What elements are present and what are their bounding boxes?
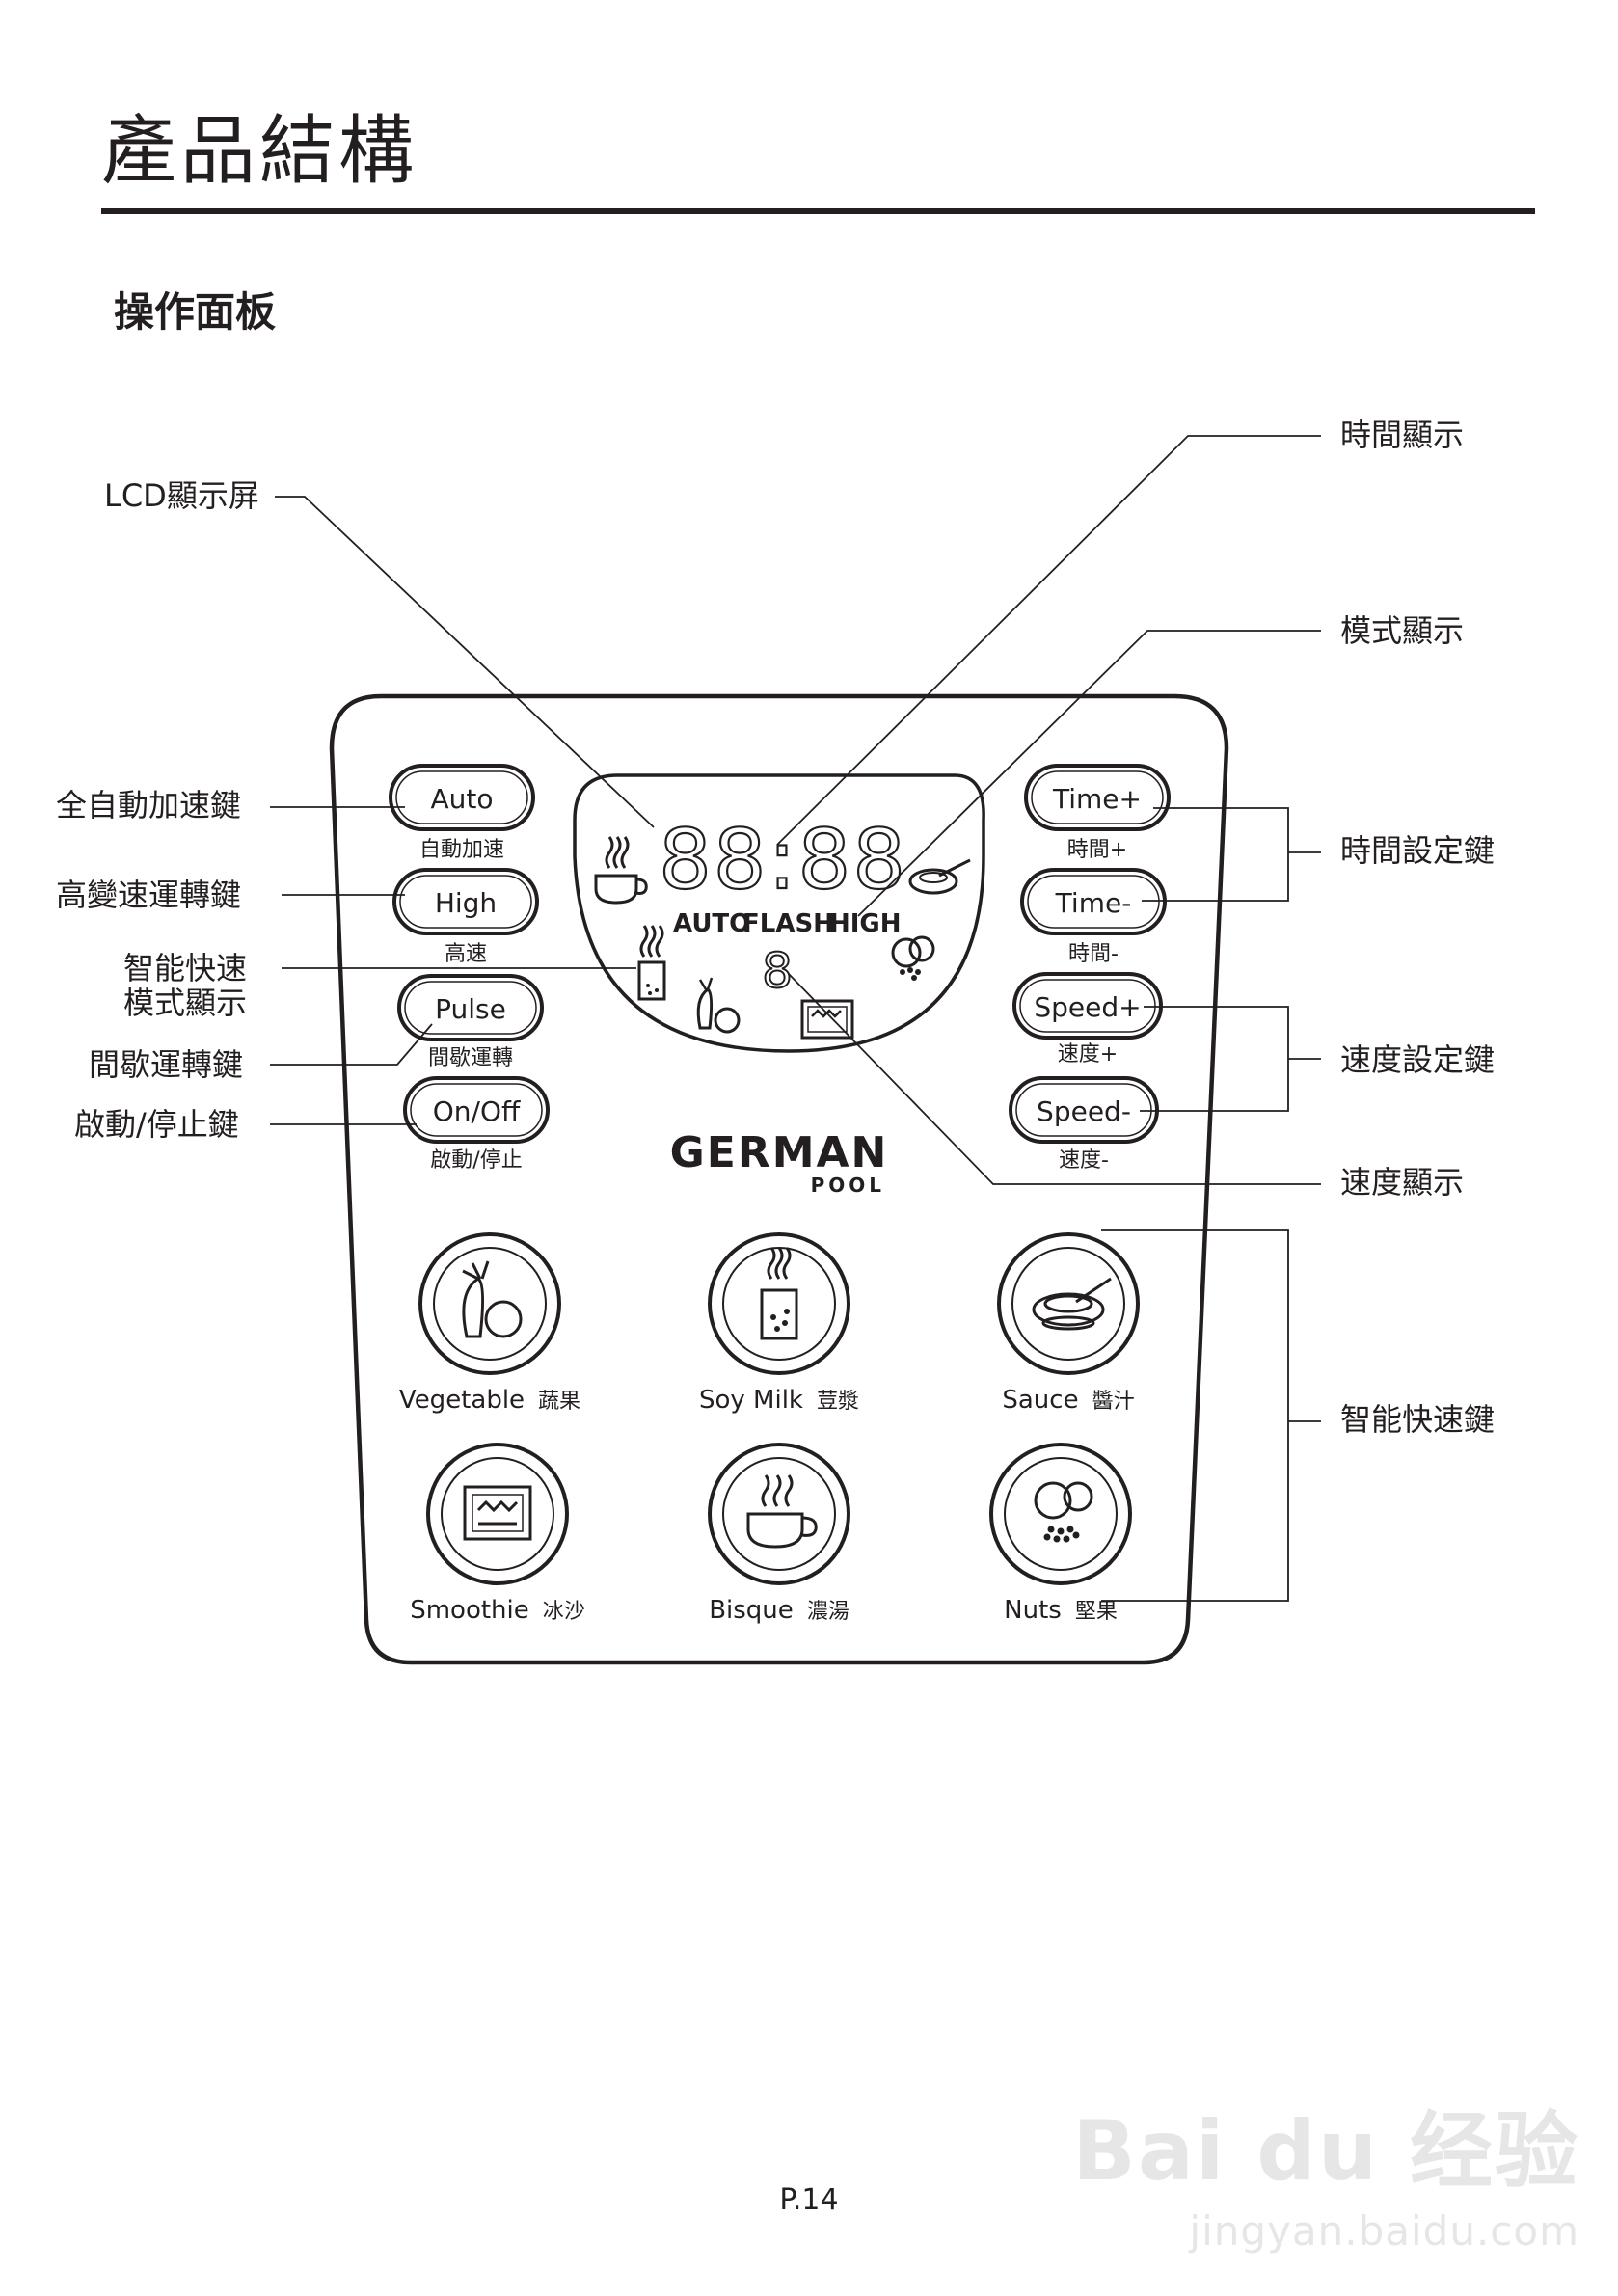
callout-lcd: LCD顯示屏 [104,477,259,514]
nuts-icon [1034,1481,1093,1543]
callout-auto: 全自動加速鍵 [56,787,242,824]
callout-lines [270,435,1321,1602]
lcd-smoothie-icon [800,999,854,1040]
brand-logo: GERMAN [670,1128,889,1177]
speed-minus-button[interactable]: Speed- 速度- [1009,1076,1159,1173]
program-label-en: Nuts [1004,1596,1062,1625]
right-button-label: Time+ [1052,783,1142,815]
lcd-speed-digit: 8 [762,943,793,999]
time-minus-button[interactable]: Time- 時間- [1020,868,1167,966]
program-label-zh: 蔬果 [538,1390,580,1414]
callout-onoff: 啟動/停止鍵 [74,1106,239,1143]
left-button-label: High [435,887,497,919]
left-button-label: Pulse [435,993,506,1025]
program-label: Vegetable 蔬果 [399,1386,580,1415]
right-button-sublabel: 時間- [1068,942,1119,966]
callout-time-display: 時間顯示 [1340,417,1465,453]
callout-smart-keys: 智能快速鍵 [1340,1401,1496,1438]
program-label-en: Bisque [709,1596,794,1625]
lcd-time-digits: 88:88 [659,812,907,908]
section-subtitle: 操作面板 [114,288,277,336]
left-button-sublabel: 自動加速 [419,838,504,862]
vegetable-icon [462,1260,523,1338]
callout-time-set: 時間設定鍵 [1340,832,1496,869]
program-button-soymilk[interactable]: Soy Milk 荳漿 [699,1232,859,1415]
program-label-zh: 堅果 [1075,1600,1118,1624]
lcd-soymilk-icon [637,924,666,1001]
lcd-nuts-icon [891,935,935,981]
right-button-label: Speed+ [1034,991,1141,1023]
program-button-vegetable[interactable]: Vegetable 蔬果 [399,1232,580,1415]
program-label-zh: 冰沙 [543,1600,585,1624]
callout-smart-mode-2: 模式顯示 [123,985,248,1021]
soymilk-icon [760,1247,798,1340]
left-button-sublabel: 高速 [445,942,487,966]
callout-speed-display: 速度顯示 [1340,1164,1465,1201]
callout-pulse: 間歇運轉鍵 [89,1046,244,1083]
auto-button[interactable]: Auto 自動加速 [389,764,535,862]
onoff-button[interactable]: On/Off 啟動/停止 [403,1076,550,1173]
program-label-zh: 濃湯 [807,1600,849,1624]
lcd-vegetable-icon [696,977,741,1034]
program-label: Soy Milk 荳漿 [699,1386,859,1415]
program-button-bisque[interactable]: Bisque 濃湯 [708,1443,850,1625]
smoothie-icon [463,1485,532,1541]
watermark: Bai du 经验 jingyan.baidu.com [1072,2083,1579,2255]
right-button-sublabel: 速度- [1059,1148,1109,1173]
program-label-en: Smoothie [410,1596,529,1625]
watermark-brand: Bai du 经验 [1072,2103,1579,2200]
sauce-icon [1032,1277,1112,1331]
lcd-screen [573,773,985,1053]
program-button-nuts[interactable]: Nuts 堅果 [989,1443,1132,1625]
page-number: P.14 [779,2183,839,2217]
callout-speed-set: 速度設定鍵 [1340,1041,1496,1078]
title-rule [101,208,1535,214]
left-button-label: On/Off [433,1095,521,1127]
watermark-url: jingyan.baidu.com [1189,2207,1579,2255]
program-label: Bisque 濃湯 [709,1596,849,1625]
left-button-sublabel: 啟動/停止 [430,1148,522,1173]
program-label-en: Sauce [1002,1386,1078,1415]
bisque-icon [746,1474,818,1549]
right-button-sublabel: 速度+ [1058,1042,1118,1067]
right-button-sublabel: 時間+ [1067,838,1127,862]
panel-outline [329,693,1229,1665]
pulse-button[interactable]: Pulse 間歇運轉 [397,974,544,1070]
callout-smart-mode-1: 智能快速 [123,950,248,986]
left-button-sublabel: 間歇運轉 [428,1046,513,1070]
program-label: Smoothie 冰沙 [410,1596,585,1625]
lcd-mode-auto: AUTO [673,909,750,938]
lcd-mode-high: HIGH [829,909,902,938]
lcd-mode-flash: FLASH [742,909,834,938]
left-button-label: Auto [430,783,493,815]
program-label-zh: 荳漿 [817,1390,859,1414]
speed-plus-button[interactable]: Speed+ 速度+ [1012,972,1163,1067]
callout-high: 高變速運轉鍵 [56,877,242,913]
lcd-bisque-icon [594,835,648,905]
program-label: Nuts 堅果 [1004,1596,1118,1625]
lcd-sauce-icon [908,858,971,895]
program-label-en: Vegetable [399,1386,525,1415]
right-button-label: Speed- [1037,1095,1131,1127]
high-button[interactable]: High 高速 [392,868,539,966]
time-plus-button[interactable]: Time+ 時間+ [1024,764,1171,862]
right-button-label: Time- [1055,887,1132,919]
program-button-sauce[interactable]: Sauce 醬汁 [997,1232,1140,1415]
program-label-en: Soy Milk [699,1386,803,1415]
brand-sub: POOL [811,1174,885,1197]
callout-mode-display: 模式顯示 [1340,612,1465,649]
program-label: Sauce 醬汁 [1002,1386,1134,1415]
page-title: 產品結構 [101,108,418,195]
program-button-smoothie[interactable]: Smoothie 冰沙 [410,1443,585,1625]
program-label-zh: 醬汁 [1092,1390,1135,1414]
